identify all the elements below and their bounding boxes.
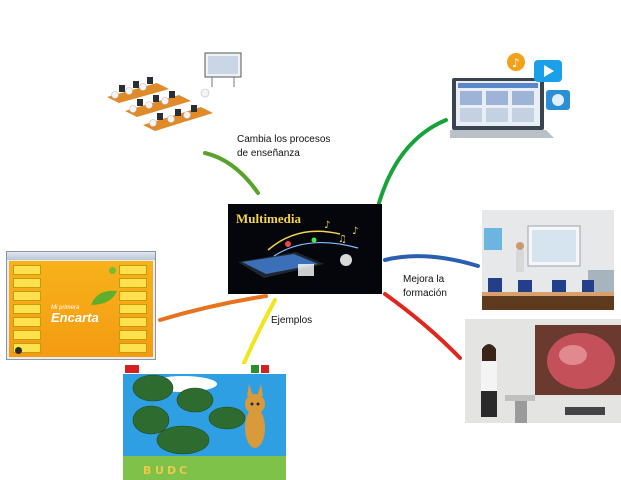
label-teaching-process: Cambia los procesos de enseñanza: [237, 133, 330, 161]
svg-text:♪: ♪: [352, 226, 358, 237]
classroom-computers-illustration: [97, 45, 247, 145]
encarta-body: Mi primera Encarta: [9, 261, 153, 357]
central-topic: Multimedia ♪ ♫ ♪: [228, 204, 382, 294]
label-training-line2: formación: [403, 288, 447, 299]
connector-improves-training: [383, 254, 480, 268]
svg-text:♫: ♫: [338, 234, 347, 245]
connector-multimedia-devices: [377, 118, 448, 205]
svg-text:C: C: [179, 464, 187, 477]
label-teaching-line2: de enseñanza: [237, 148, 300, 159]
connector-teaching: [203, 151, 260, 195]
label-training-line1: Mejora la: [403, 274, 445, 285]
encarta-logo: Mi primera Encarta: [51, 305, 99, 325]
encarta-brand-line2: Encarta: [51, 310, 99, 325]
classroom-whiteboard-photo: [482, 210, 614, 310]
teacher-presentation-photo: [465, 319, 621, 423]
label-examples: Ejemplos: [271, 315, 313, 326]
svg-text:♪: ♪: [512, 56, 520, 70]
label-teaching-line1: Cambia los procesos: [237, 134, 331, 145]
connector-examples: [238, 298, 277, 374]
connector-presentation: [383, 292, 462, 360]
encarta-title-bar: [7, 252, 155, 260]
label-improves-training: Mejora la formación: [403, 273, 447, 301]
central-topic-title: Multimedia: [236, 211, 301, 226]
leaf-icon: [91, 290, 117, 305]
laptop-media-illustration: ♪: [450, 50, 578, 140]
encarta-screenshot: Mi primera Encarta: [6, 251, 156, 360]
multimedia-laptop-icon: ♪ ♫ ♪: [238, 220, 358, 278]
connector-encarta: [158, 294, 268, 322]
svg-text:U: U: [155, 464, 164, 477]
svg-text:B: B: [143, 464, 151, 477]
encarta-brand-line1: Mi primera: [51, 305, 80, 311]
svg-text:D: D: [167, 464, 176, 477]
svg-text:♪: ♪: [324, 220, 330, 231]
